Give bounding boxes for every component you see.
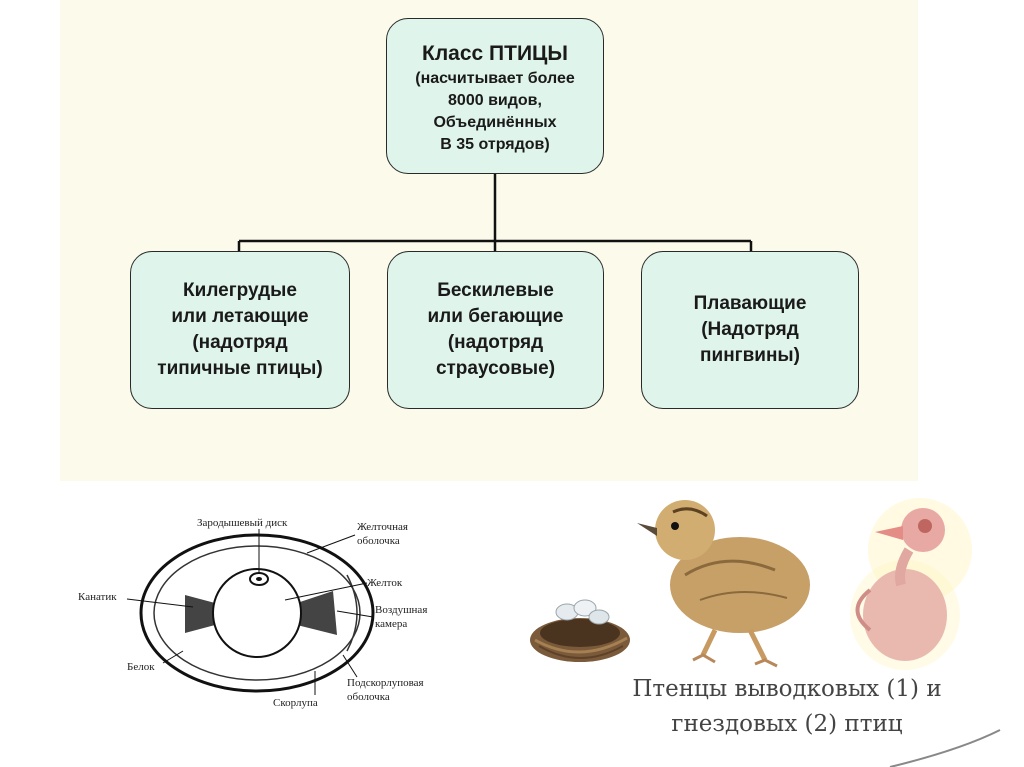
child-line: Плавающие	[693, 293, 807, 314]
egg-white-label: Белок	[127, 661, 155, 673]
child-line: страусовые)	[435, 358, 556, 379]
chalaza-right	[297, 591, 337, 635]
chicks-caption: Птенцы выводковых (1) и гнездовых (2) пт…	[597, 672, 977, 742]
caption-line: Птенцы выводковых (1) и	[632, 676, 942, 702]
shell-label: Скорлупа	[273, 697, 318, 709]
child-line: (Надотряд	[701, 319, 799, 340]
leader-line	[126, 598, 194, 608]
leader-line	[342, 654, 358, 678]
leader-line	[162, 650, 184, 664]
egg-inner-membrane	[153, 545, 361, 681]
shell-membrane-label: оболочка	[347, 691, 390, 703]
yolk-membrane-label: Желточная	[357, 521, 408, 533]
root-line: 8000 видов,	[448, 92, 542, 109]
ratite-birds-box: Бескилевые или бегающие (надотряд страус…	[387, 251, 604, 409]
chicks-illustration	[530, 498, 972, 670]
child-line: (надотряд	[447, 332, 544, 353]
air-cell-label: Воздушная	[375, 604, 427, 616]
root-line: В 35 отрядов)	[440, 136, 550, 153]
root-line: Объединённых	[433, 114, 557, 131]
child-line: или бегающие	[427, 306, 564, 327]
swimming-birds-box: Плавающие (Надотряд пингвины)	[641, 251, 859, 409]
altricial-chick-illustration	[850, 498, 972, 670]
air-cell-label: камера	[375, 618, 407, 630]
egg-structure-diagram: Зародышевый диск Желточная оболочка Желт…	[78, 517, 427, 709]
leader-line	[306, 534, 356, 554]
yolk-circle	[212, 568, 302, 658]
yolk-label: Желток	[367, 577, 403, 589]
child-line: Бескилевые	[437, 280, 554, 301]
child-line: или летающие	[171, 306, 309, 327]
leader-line	[284, 582, 368, 601]
child-line: пингвины)	[700, 345, 800, 366]
leader-line	[336, 610, 374, 618]
germinal-disc-label: Зародышевый диск	[197, 517, 288, 529]
precocial-chick-illustration	[637, 500, 810, 668]
air-cell-outline	[346, 574, 358, 652]
chalaza-left	[185, 595, 215, 633]
keeled-birds-box: Килегрудые или летающие (надотряд типичн…	[130, 251, 350, 409]
shell-membrane-label: Подскорлуповая	[347, 677, 424, 689]
child-line: типичные птицы)	[157, 358, 323, 379]
nest-illustration	[530, 599, 630, 662]
yolk-membrane-label: оболочка	[357, 535, 400, 547]
root-line: (насчитывает более	[415, 70, 575, 87]
child-line: Килегрудые	[183, 280, 297, 301]
caption-line: гнездовых (2) птиц	[671, 711, 903, 737]
root-line: Класс ПТИЦЫ	[422, 42, 568, 65]
child-line: (надотряд	[192, 332, 288, 353]
class-birds-box: Класс ПТИЦЫ (насчитывает более 8000 видо…	[386, 18, 604, 174]
chalaza-label: Канатик	[78, 591, 117, 603]
